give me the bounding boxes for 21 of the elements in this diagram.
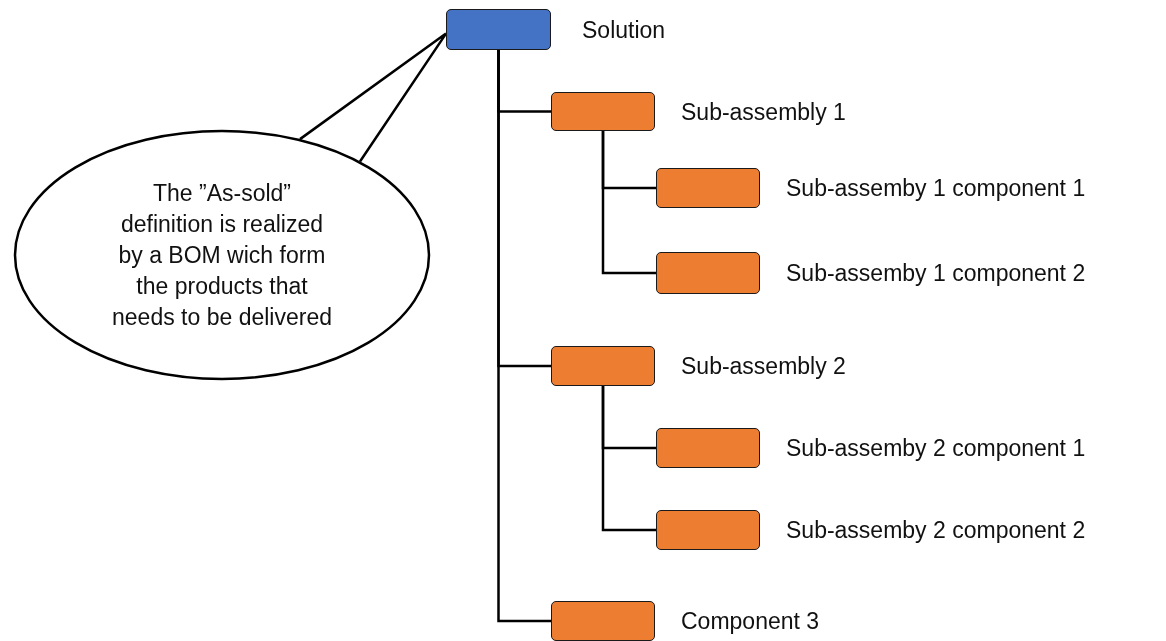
tree-box xyxy=(551,601,655,641)
node-label: Component 3 xyxy=(681,609,820,633)
callout-text: The ”As-sold” definition is realized by a BOM wich form the products that needs to be delivered xyxy=(111,178,333,332)
connector-line xyxy=(497,50,551,623)
node-label: Sub-assemby 1 component 1 xyxy=(786,176,1086,200)
tree-box xyxy=(656,252,760,294)
callout-tail xyxy=(298,32,448,163)
node-label: Sub-assembly 1 xyxy=(681,100,846,123)
tree-box xyxy=(656,168,760,208)
node-label: Solution xyxy=(582,18,666,41)
tree-box xyxy=(656,428,760,468)
tree-box xyxy=(551,92,655,131)
connector-line xyxy=(601,131,656,275)
tree-box xyxy=(551,346,655,386)
node-label: Sub-assemby 1 component 2 xyxy=(786,261,1086,285)
node-label: Sub-assembly 2 xyxy=(681,354,846,378)
tree-box xyxy=(656,510,760,550)
node-label: Sub-assemby 2 component 1 xyxy=(786,436,1086,460)
tree-box xyxy=(446,9,551,50)
connector-line xyxy=(601,386,656,532)
node-label: Sub-assemby 2 component 2 xyxy=(786,518,1086,542)
